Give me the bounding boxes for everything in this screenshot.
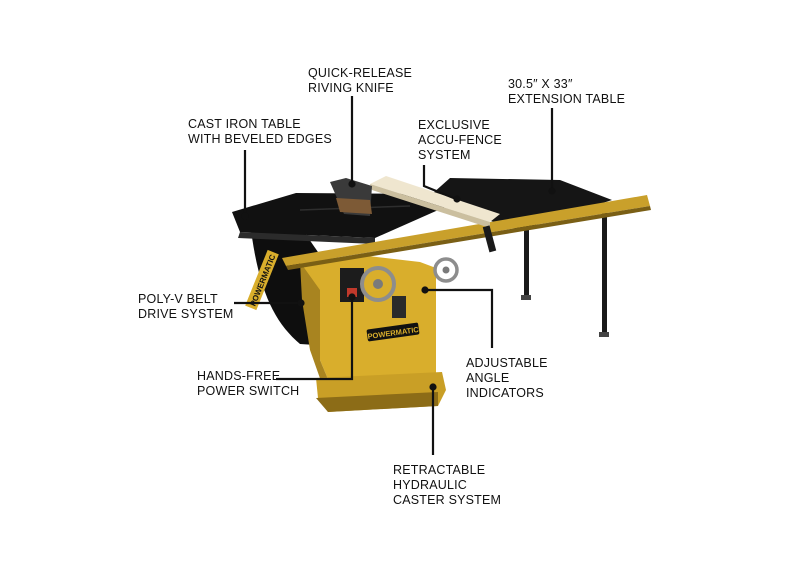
fence-side (370, 184, 490, 228)
saw-cabinet (300, 255, 436, 384)
leader-dot (241, 212, 249, 220)
table-edge (238, 232, 375, 244)
front-fence-rail (282, 195, 650, 266)
leader-dot (548, 187, 556, 195)
extension-leg-foot (599, 332, 609, 337)
extension-table (432, 178, 612, 230)
extension-leg-foot (521, 295, 531, 300)
label-line: RETRACTABLE (393, 463, 486, 477)
cast-iron-table (232, 193, 445, 238)
handwheel-hub (442, 266, 450, 274)
label-line: 30.5″ X 33″ (508, 77, 573, 91)
handwheel-hub (373, 279, 383, 289)
fence-lock-handle (482, 225, 497, 253)
label-angle-indicators: ADJUSTABLE ANGLE INDICATORS (466, 356, 548, 401)
blade-guard (336, 198, 372, 214)
leader-dot (348, 293, 356, 301)
label-line: POLY-V BELT (138, 292, 218, 306)
label-line: INDICATORS (466, 386, 544, 400)
extension-leg (524, 228, 529, 298)
leader-dot (453, 195, 461, 203)
leader-lines (234, 96, 554, 455)
leader-accu-fence (422, 165, 457, 201)
label-line: CASTER SYSTEM (393, 493, 502, 507)
label-line: WITH BEVELED EDGES (188, 132, 332, 146)
label-extension-table: 30.5″ X 33″ EXTENSION TABLE (508, 77, 625, 107)
cabinet-shadow (300, 262, 330, 384)
rail-shadow (286, 206, 651, 270)
leader-dot (297, 299, 305, 307)
label-line: HANDS-FREE (197, 369, 281, 383)
label-belt-drive: POLY-V BELT DRIVE SYSTEM (138, 292, 233, 322)
label-caster-system: RETRACTABLE HYDRAULIC CASTER SYSTEM (393, 463, 501, 508)
leader-power-switch (276, 298, 354, 381)
label-line: ADJUSTABLE (466, 356, 548, 370)
label-line: POWER SWITCH (197, 384, 300, 398)
leader-dot (348, 180, 356, 188)
label-line: EXTENSION TABLE (508, 92, 626, 106)
angle-indicator-plate (392, 296, 406, 318)
extension-leg (602, 206, 607, 334)
switch-button (347, 288, 357, 297)
leader-dot (429, 383, 437, 391)
leader-dot (421, 286, 429, 294)
label-line: CAST IRON TABLE (188, 117, 301, 131)
label-line: DRIVE SYSTEM (138, 307, 234, 321)
base-shadow (316, 392, 438, 412)
label-line: EXCLUSIVE (418, 118, 490, 132)
label-line: SYSTEM (418, 148, 471, 162)
label-cast-iron-table: CAST IRON TABLE WITH BEVELED EDGES (188, 117, 332, 147)
label-line: ANGLE (466, 371, 510, 385)
blade-height-handwheel (360, 266, 396, 302)
leader-angle-indicators (426, 288, 494, 348)
label-line: HYDRAULIC (393, 478, 468, 492)
label-line: ACCU-FENCE (418, 133, 502, 147)
label-riving-knife: QUICK-RELEASE RIVING KNIFE (308, 66, 412, 96)
leader-endpoints (241, 180, 556, 391)
bevel-handwheel (433, 257, 459, 283)
label-accu-fence: EXCLUSIVE ACCU-FENCE SYSTEM (418, 118, 502, 163)
label-line: QUICK-RELEASE (308, 66, 413, 80)
label-power-switch: HANDS-FREE POWER SWITCH (197, 369, 299, 399)
accu-fence (370, 176, 500, 222)
label-line: RIVING KNIFE (308, 81, 394, 95)
